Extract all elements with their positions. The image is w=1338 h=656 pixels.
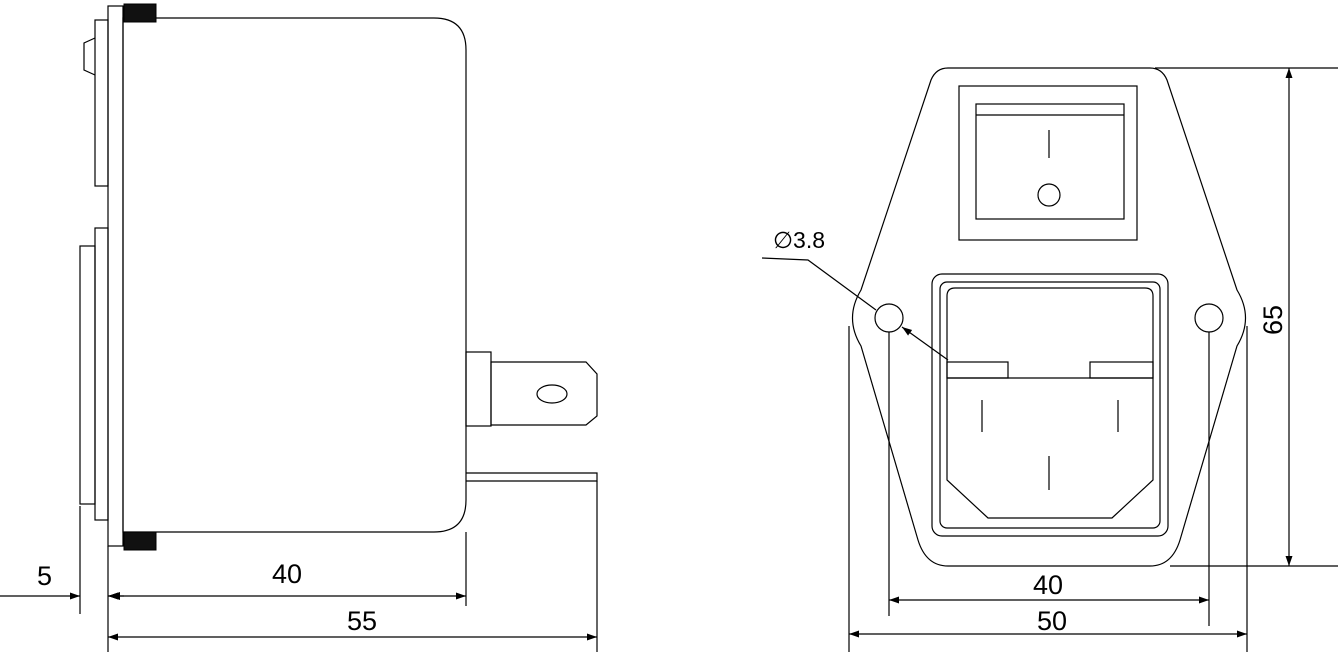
dim-40-side-label: 40	[272, 559, 302, 589]
top-latch	[123, 3, 157, 23]
fuse-tab-right	[1089, 361, 1154, 379]
ground-tab	[466, 472, 598, 482]
front-flange-outline	[851, 67, 1247, 567]
terminal-base	[465, 351, 492, 427]
inlet-frame-outer	[931, 273, 1169, 537]
bottom-latch	[123, 531, 157, 551]
side-switch-block	[94, 19, 109, 187]
side-inlet-outer	[94, 227, 109, 521]
inlet-frame-inner	[939, 281, 1161, 529]
inlet-socket	[946, 287, 1154, 519]
mounting-hole-left	[874, 303, 904, 333]
terminal-blade	[490, 361, 598, 426]
hole-diameter-leader	[761, 257, 877, 311]
side-body-outline	[122, 17, 467, 533]
hole-diameter-label: ∅3.8	[773, 227, 825, 253]
side-view: 5 40 55	[0, 3, 598, 652]
front-view: 40 50 65 ∅3.8	[761, 67, 1338, 652]
dim-40-front-label: 40	[1033, 570, 1063, 600]
dim-65-label: 65	[1258, 305, 1288, 335]
side-switch-rocker	[83, 37, 96, 76]
side-inlet-inner	[79, 245, 96, 505]
dim-55-label: 55	[347, 606, 377, 636]
fuse-tab-left	[946, 361, 1009, 379]
dim-5-label: 5	[37, 561, 52, 591]
side-flange-plate	[107, 5, 124, 547]
mounting-hole-right	[1194, 303, 1224, 333]
terminal-hole	[536, 384, 568, 404]
switch-off-mark	[1037, 183, 1061, 207]
switch-rocker	[975, 103, 1125, 220]
switch-frame	[958, 85, 1138, 241]
dim-50-label: 50	[1037, 606, 1067, 636]
